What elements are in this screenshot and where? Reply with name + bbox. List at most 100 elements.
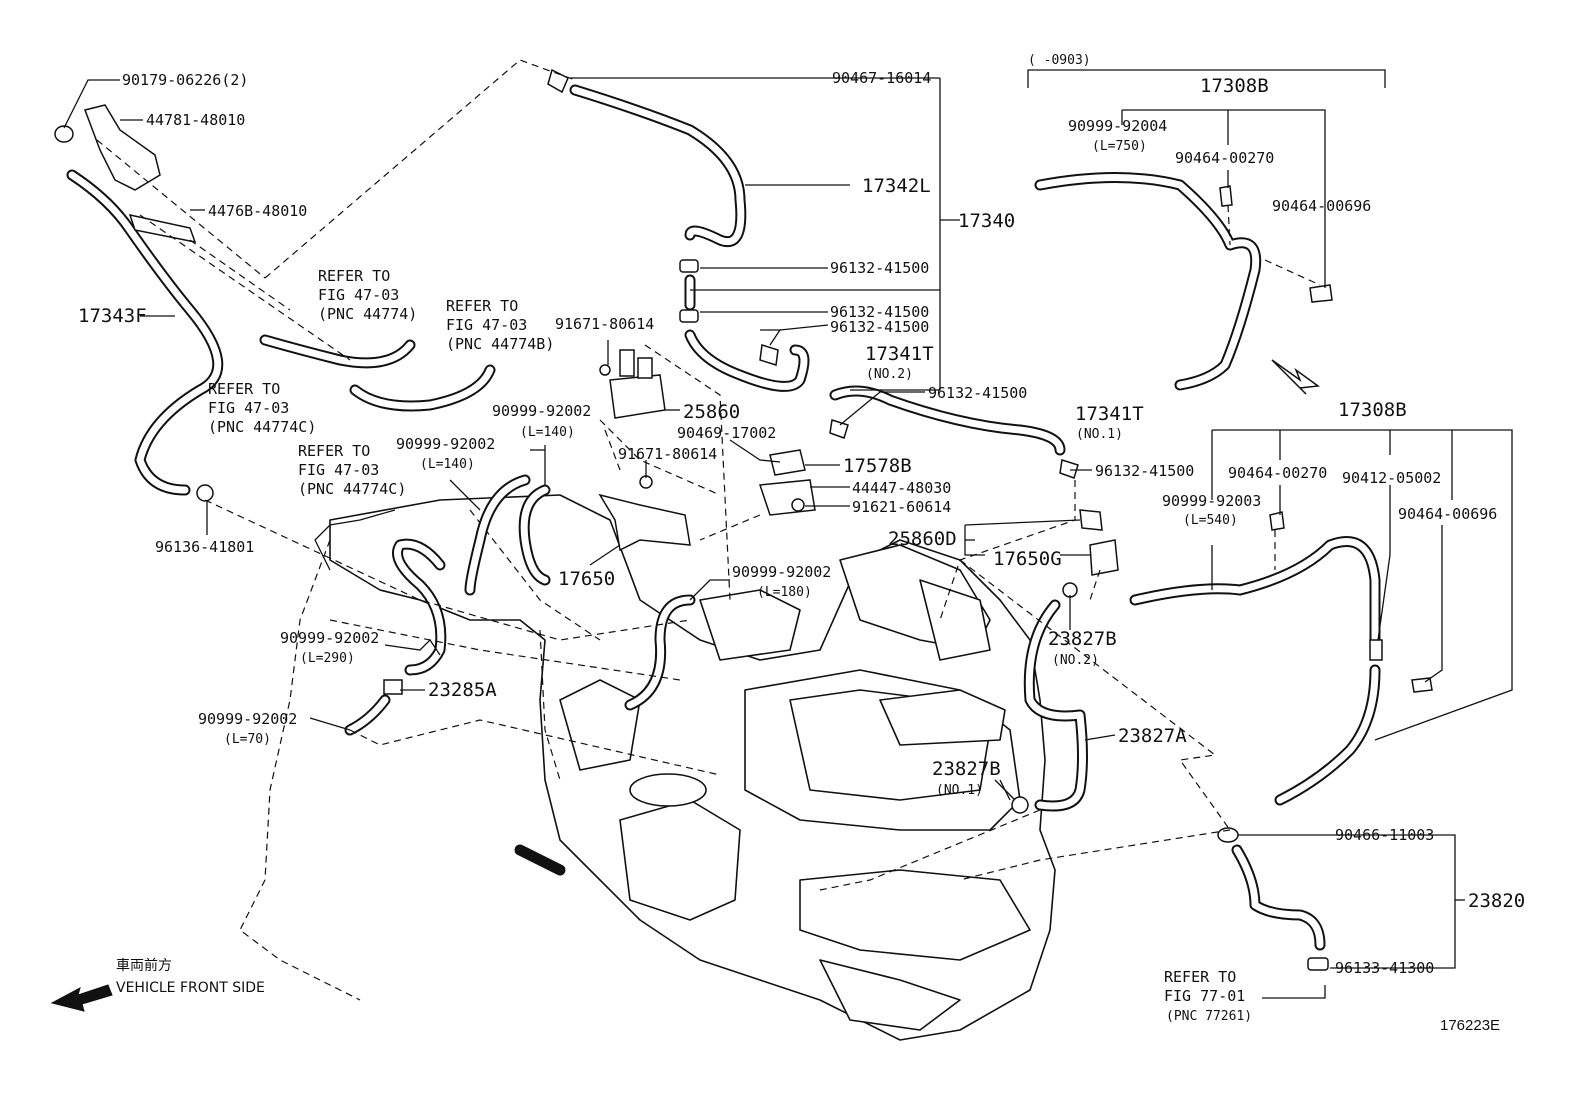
hoses [66, 84, 1381, 951]
svg-text:REFER TO: REFER TO [298, 442, 370, 460]
label-l540: (L=540) [1183, 513, 1238, 528]
svg-text:REFER TO: REFER TO [208, 380, 280, 398]
engine-assembly [239, 494, 1056, 1041]
label-90999-f: 90999-92004 [1068, 117, 1167, 135]
bolt-icon-91621 [791, 498, 805, 512]
svg-text:(PNC 44774C): (PNC 44774C) [208, 418, 316, 436]
refer-note-44774c-a[interactable]: REFER TO FIG 47-03 (PNC 44774C) [208, 380, 316, 436]
bolt-icon-91671-a [599, 364, 611, 376]
joint-icon-90412 [1369, 639, 1383, 661]
label-no2-b: (NO.2) [1052, 653, 1099, 668]
label-17341t-no2: 17341T [865, 343, 934, 365]
refer-note-44774c-b[interactable]: REFER TO FIG 47-03 (PNC 44774C) [298, 442, 406, 498]
front-label-jp: 車両前方 [116, 957, 172, 974]
clamp-icon-96133 [1307, 957, 1329, 971]
reference-notes: REFER TO FIG 47-03 (PNC 44774) REFER TO … [208, 267, 1252, 1024]
vsv-25860d-icon [1079, 509, 1103, 531]
label-4476b: 4476B-48010 [208, 202, 307, 220]
clamp-icon-96132-d [829, 419, 849, 439]
bracket-17650g-icon [1089, 539, 1119, 576]
clamp-icon [196, 484, 214, 502]
bracket-icon [84, 104, 161, 191]
clamp-icon-23827b-no2 [1062, 582, 1078, 598]
label-no1-b: (NO.1) [936, 783, 983, 798]
label-17650g: 17650G [993, 548, 1062, 570]
clamp-icon-96132-a [679, 259, 699, 273]
label-90179: 90179-06226(2) [122, 71, 248, 89]
label-96133: 96133-41300 [1335, 959, 1434, 977]
svg-text:(PNC 44774B): (PNC 44774B) [446, 335, 554, 353]
svg-text:FIG 77-01: FIG 77-01 [1164, 987, 1245, 1005]
label-90999-a: 90999-92002 [492, 402, 591, 420]
check-valve-icon [128, 213, 197, 243]
label-17578b: 17578B [843, 455, 912, 477]
vehicle-front-note: 車両前方 VEHICLE FRONT SIDE [116, 957, 265, 996]
label-90467: 90467-16014 [832, 69, 931, 87]
label-no2-a: (NO.2) [866, 367, 913, 382]
label-no1-a: (NO.1) [1076, 427, 1123, 442]
svg-text:REFER TO: REFER TO [446, 297, 518, 315]
label-90464-b: 90464-00696 [1272, 197, 1371, 215]
components [50, 68, 1433, 1012]
label-91671-a: 91671-80614 [555, 315, 654, 333]
label-90999-g: 90999-92003 [1162, 492, 1261, 510]
filter-23285a-icon [383, 679, 403, 695]
label-90412: 90412-05002 [1342, 469, 1441, 487]
label-90466: 90466-11003 [1335, 826, 1434, 844]
label-90464-c: 90464-00270 [1228, 464, 1327, 482]
refer-note-77261[interactable]: REFER TO FIG 77-01 (PNC 77261) [1164, 968, 1252, 1024]
label-96132-a: 96132-41500 [830, 259, 929, 277]
label-l140-a: (L=140) [520, 425, 575, 440]
clamp-icon-90467 [547, 68, 569, 94]
bracket-44447-icon [758, 479, 816, 516]
vsv-connector-icon [619, 349, 635, 377]
svg-text:FIG 47-03: FIG 47-03 [318, 286, 399, 304]
label-44447: 44447-48030 [852, 479, 951, 497]
clamp-icon-23827b-no1 [1011, 796, 1029, 814]
label-90464-a: 90464-00270 [1175, 149, 1274, 167]
clip-icon-90464-d [1411, 677, 1433, 693]
label-23820: 23820 [1468, 890, 1525, 912]
label-91671-b: 91671-80614 [618, 445, 717, 463]
label-l70: (L=70) [224, 732, 271, 747]
label-96132-b: 96132-41500 [830, 303, 929, 321]
label-96132-d: 96132-41500 [928, 384, 1027, 402]
svg-text:(PNC 77261): (PNC 77261) [1166, 1009, 1252, 1024]
label-90999-d: 90999-92002 [280, 629, 379, 647]
label-90999-b: 90999-92002 [396, 435, 495, 453]
label-l750: (L=750) [1092, 139, 1147, 154]
refer-note-44774[interactable]: REFER TO FIG 47-03 (PNC 44774) [318, 267, 417, 323]
clamp-icon-96132-c [759, 344, 779, 366]
leader-lines [63, 59, 1513, 999]
nut-icon [54, 125, 74, 143]
clamp-icon-96132-b [679, 309, 699, 323]
svg-text:REFER TO: REFER TO [1164, 968, 1236, 986]
refer-note-44774b[interactable]: REFER TO FIG 47-03 (PNC 44774B) [446, 297, 554, 353]
label-17308b-top: 17308B [1200, 75, 1269, 97]
label-17650: 17650 [558, 568, 615, 590]
svg-text:(PNC 44774): (PNC 44774) [318, 305, 417, 323]
label-23827b-no2: 23827B [1048, 628, 1117, 650]
label-25860d: 25860D [888, 528, 957, 550]
part-labels: 90179-06226(2) 44781-48010 4476B-48010 1… [78, 53, 1525, 1034]
label-91621: 91621-60614 [852, 498, 951, 516]
label-l290: (L=290) [300, 651, 355, 666]
svg-text:(PNC 44774C): (PNC 44774C) [298, 480, 406, 498]
clamp-icon-96132-e [1059, 459, 1079, 479]
clip-icon-90464-c [1269, 511, 1285, 531]
bracket-17650-icon [598, 493, 691, 552]
direction-arrow-icon [1271, 359, 1321, 395]
label-96132-c: 96132-41500 [830, 318, 929, 336]
figure-id: 176223E [1440, 1017, 1500, 1034]
label-90999-c: 90999-92002 [732, 563, 831, 581]
label-l140-b: (L=140) [420, 457, 475, 472]
label-44781: 44781-48010 [146, 111, 245, 129]
vsv-25860-icon [609, 374, 666, 419]
label-17340: 17340 [958, 210, 1015, 232]
clip-icon-90464-b [1309, 284, 1333, 303]
label-96136: 96136-41801 [155, 538, 254, 556]
label-l180: (L=180) [757, 585, 812, 600]
clip-icon-90464-a [1219, 185, 1233, 207]
front-label-en: VEHICLE FRONT SIDE [116, 980, 265, 996]
svg-text:REFER TO: REFER TO [318, 267, 390, 285]
